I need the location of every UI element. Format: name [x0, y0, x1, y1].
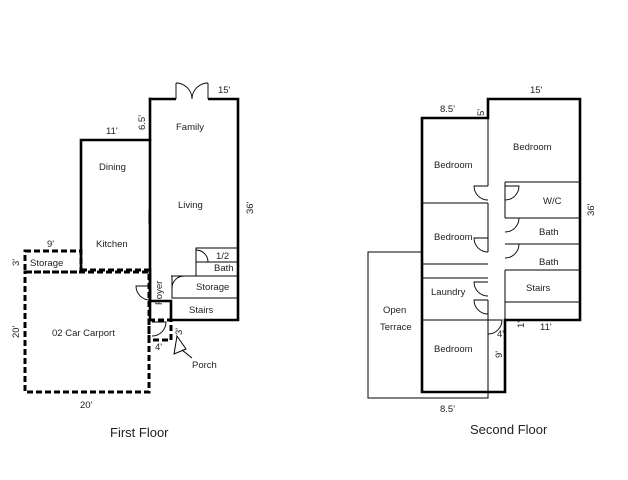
room-bath-1: Bath	[539, 227, 559, 238]
dim-first-porch-3: 3'	[174, 328, 185, 335]
room-stairs-first: Stairs	[189, 305, 214, 316]
dim-second-36: 36'	[586, 203, 597, 216]
dim-first-9: 9'	[47, 239, 54, 250]
open-terrace-outline	[367, 251, 489, 399]
first-floor-service-block	[171, 247, 238, 299]
dim-first-top-15: 15'	[218, 85, 231, 96]
dim-second-top-8-5: 8.5'	[440, 104, 455, 115]
dim-second-1: 1'	[516, 321, 527, 328]
second-floor-outer-wall	[420, 97, 582, 394]
dim-first-4: 4'	[155, 342, 162, 353]
dim-second-11: 11'	[540, 322, 552, 333]
room-wc: W/C	[543, 196, 562, 207]
dim-first-11: 11'	[106, 126, 118, 137]
room-bedroom-bottom: Bedroom	[434, 344, 473, 355]
room-bedroom-top-right: Bedroom	[513, 142, 552, 153]
room-storage-left: Storage	[30, 258, 63, 269]
dim-first-20-bottom: 20'	[80, 400, 93, 411]
room-bath-2: Bath	[539, 257, 559, 268]
dim-first-20-side: 20'	[11, 325, 22, 338]
top-french-door	[175, 82, 209, 101]
dim-first-3: 3'	[11, 259, 22, 266]
room-half-bath-label-2: Bath	[214, 263, 234, 274]
dim-second-top-15: 15'	[530, 85, 543, 96]
room-kitchen: Kitchen	[96, 239, 128, 250]
dim-first-6-5: 6.5'	[137, 115, 148, 130]
caption-second-floor: Second Floor	[470, 422, 548, 437]
room-living: Living	[178, 200, 203, 211]
room-dining: Dining	[99, 162, 126, 173]
room-porch: Porch	[192, 360, 217, 371]
caption-first-floor: First Floor	[110, 425, 169, 440]
foyer-door	[135, 285, 151, 301]
dim-second-9: 9'	[494, 351, 505, 358]
room-half-bath-label-1: 1/2	[216, 251, 229, 262]
dim-second-bottom-8-5: 8.5'	[440, 404, 455, 415]
porch-entry	[147, 318, 193, 359]
room-open-terrace-2: Terrace	[380, 322, 412, 333]
room-storage-right: Storage	[196, 282, 229, 293]
room-stairs-second: Stairs	[526, 283, 551, 294]
room-foyer: Foyer	[154, 281, 165, 305]
room-carport: 02 Car Carport	[52, 328, 115, 339]
room-bedroom-mid: Bedroom	[434, 232, 473, 243]
second-floor-plan: Bedroom Bedroom Bedroom W/C Bath Bath La…	[367, 85, 597, 437]
second-floor-doors	[473, 185, 520, 335]
first-floor-outer-wall	[79, 97, 240, 322]
room-open-terrace-1: Open	[383, 305, 406, 316]
room-laundry: Laundry	[431, 287, 466, 298]
dim-second-5: 5'	[476, 109, 487, 116]
dim-second-4: 4'	[497, 329, 504, 340]
room-family: Family	[176, 122, 204, 133]
room-bedroom-top-left: Bedroom	[434, 160, 473, 171]
first-floor-plan: Family Dining Living Kitchen Storage 1/2…	[11, 82, 256, 440]
dim-first-36: 36'	[245, 201, 256, 214]
